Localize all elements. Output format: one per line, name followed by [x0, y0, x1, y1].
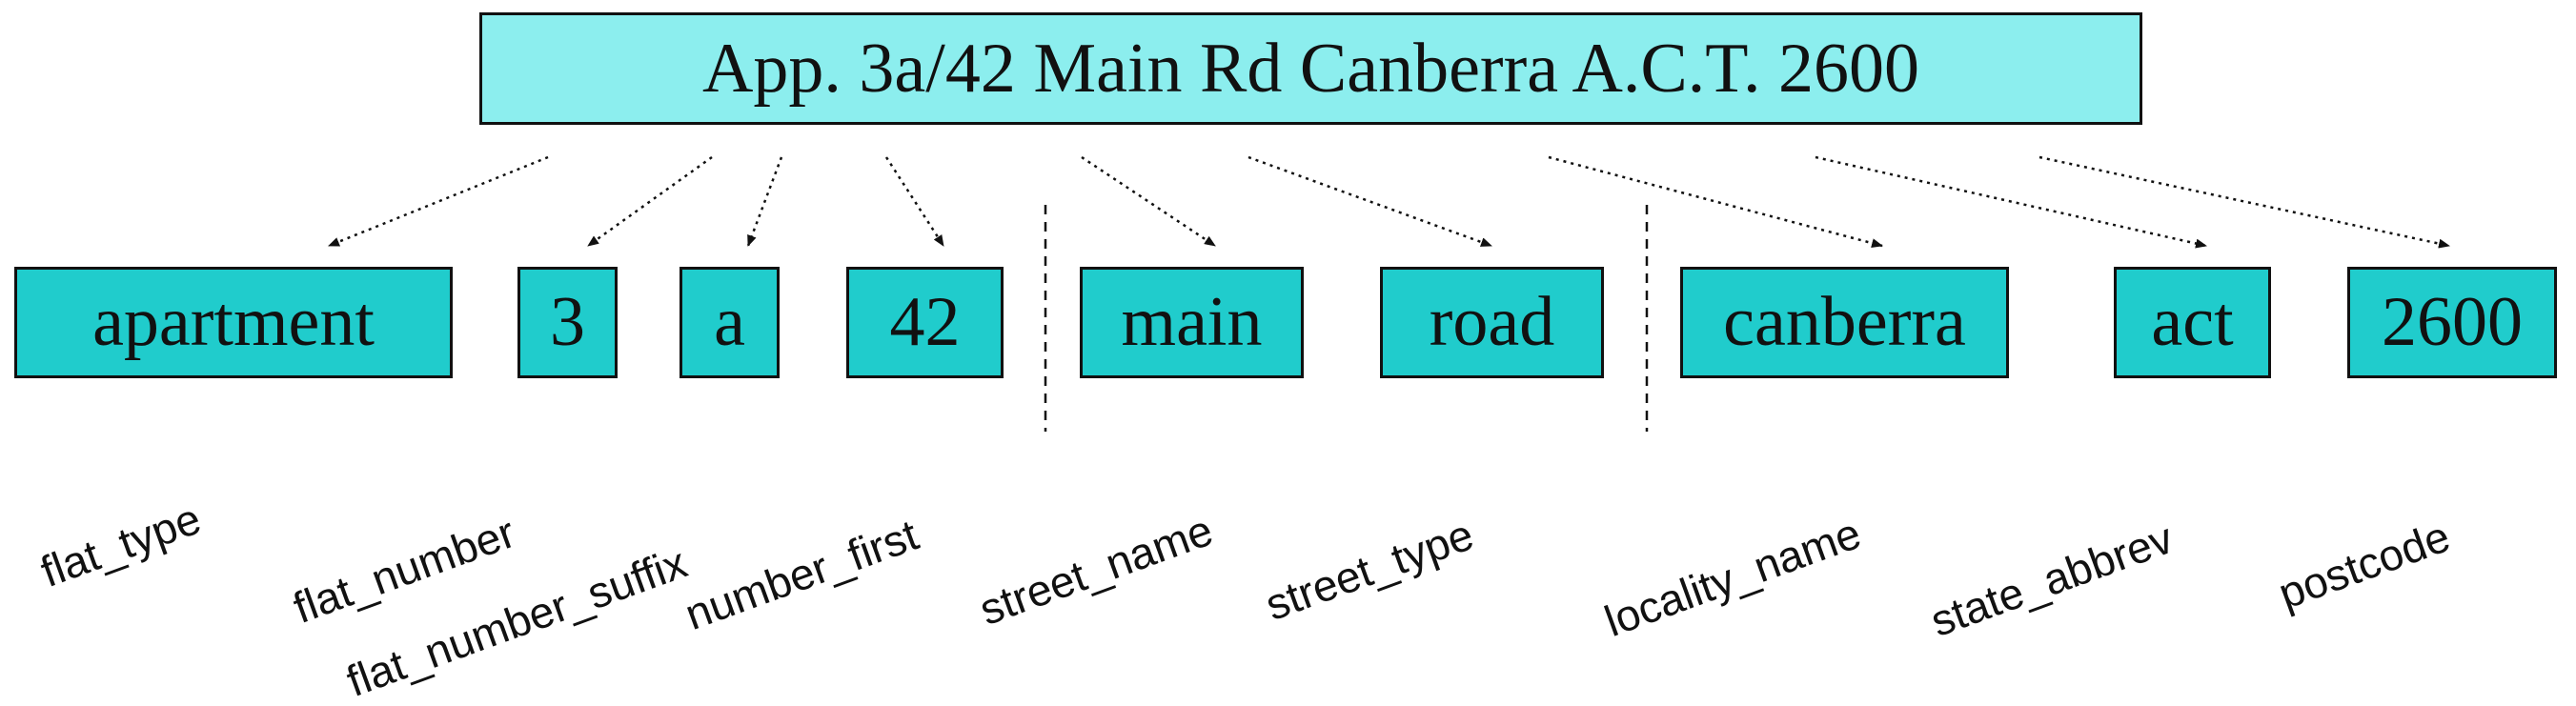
- arrow-to-postcode: [2038, 155, 2450, 249]
- arrow-to-locality-name: [1548, 155, 1883, 249]
- input-address-text: App. 3a/42 Main Rd Canberra A.C.T. 2600: [701, 29, 1919, 108]
- token-box-flat-number: 3: [517, 267, 618, 378]
- arrow-to-street-type: [1247, 155, 1492, 248]
- arrow-to-street-name: [1081, 155, 1216, 248]
- arrow-to-state-abbrev: [1815, 155, 2207, 249]
- token-locality-name: canberra: [1723, 283, 1966, 361]
- token-box-street-name: main: [1080, 267, 1304, 378]
- token-flat-number: 3: [550, 283, 585, 361]
- token-box-number-first: 42: [846, 267, 1004, 378]
- token-postcode: 2600: [2382, 283, 2523, 361]
- token-flat-number-suffix: a: [714, 283, 745, 361]
- token-box-street-type: road: [1380, 267, 1604, 378]
- token-box-state-abbrev: act: [2114, 267, 2271, 378]
- input-address-box: App. 3a/42 Main Rd Canberra A.C.T. 2600: [479, 12, 2142, 125]
- token-street-name: main: [1121, 283, 1263, 361]
- token-number-first: 42: [889, 283, 961, 361]
- token-street-type: road: [1429, 283, 1555, 361]
- arrow-to-number-first: [884, 156, 945, 247]
- token-state-abbrev: act: [2151, 283, 2234, 361]
- token-box-flat-number-suffix: a: [679, 267, 780, 378]
- token-box-postcode: 2600: [2347, 267, 2557, 378]
- arrow-to-flat-number-suffix: [746, 156, 783, 247]
- token-flat-type: apartment: [92, 283, 375, 361]
- arrow-to-flat-number: [587, 155, 713, 248]
- token-box-locality-name: canberra: [1680, 267, 2009, 378]
- arrow-to-flat-type: [328, 155, 549, 248]
- token-box-flat-type: apartment: [14, 267, 453, 378]
